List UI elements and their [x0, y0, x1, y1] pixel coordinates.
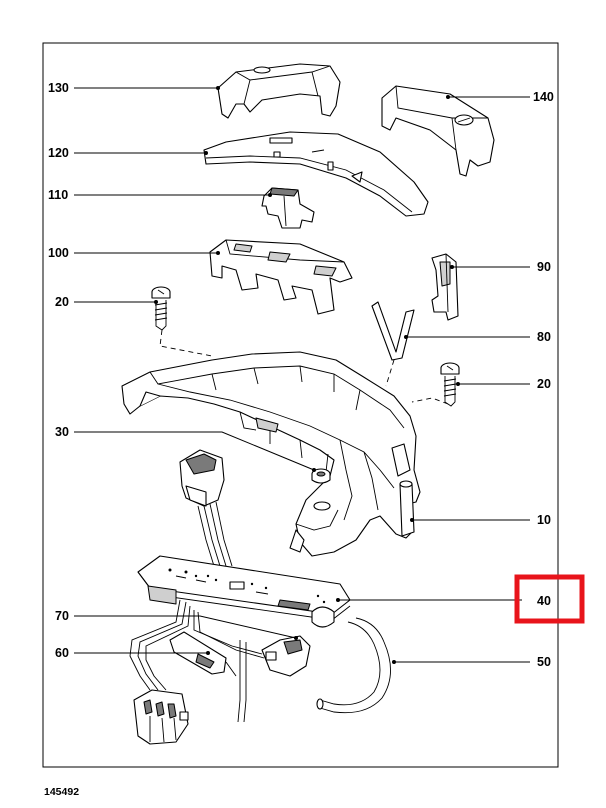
part-130-top-cap	[217, 63, 341, 119]
callout-20-left: 20	[55, 295, 69, 309]
callout-90: 90	[537, 260, 551, 274]
assembly-line-screw-left	[159, 329, 213, 357]
callout-140: 140	[533, 90, 554, 104]
part-30-bushing	[311, 468, 331, 484]
part-70-sensor	[169, 631, 237, 677]
wire-harness-upper	[179, 449, 233, 567]
document-number: 145492	[44, 786, 79, 798]
callout-80: 80	[537, 330, 551, 344]
part-90-slider	[431, 253, 459, 321]
callout-100: 100	[48, 246, 69, 260]
part-20-screw-left	[151, 286, 171, 331]
callout-130: 130	[48, 81, 69, 95]
callout-70: 70	[55, 609, 69, 623]
part-40-circuit-board	[137, 555, 351, 628]
part-80-spring	[371, 301, 415, 361]
callout-110: 110	[48, 188, 68, 202]
part-10-main-housing	[121, 351, 421, 557]
callout-60: 60	[55, 646, 69, 660]
callout-20-right: 20	[537, 377, 551, 391]
part-110-clip	[261, 187, 315, 229]
assembly-line-screw-right	[411, 397, 449, 405]
part-120-top-panel	[203, 131, 429, 217]
callout-leaders	[74, 86, 530, 664]
part-100-button-carrier	[209, 239, 353, 315]
assembly-line-spring	[385, 359, 395, 387]
wire-harness-lower	[129, 599, 265, 745]
callout-40-highlight-box	[514, 574, 585, 624]
part-20-screw-right	[440, 362, 460, 407]
part-60-switch-connector	[261, 635, 311, 677]
callout-10: 10	[537, 513, 551, 527]
callout-50: 50	[537, 655, 551, 669]
callout-120: 120	[48, 146, 69, 160]
callout-40: 40	[537, 594, 551, 608]
part-140-side-cap	[381, 85, 495, 177]
drawing-frame	[42, 42, 559, 768]
part-50-hose	[316, 617, 391, 714]
callout-30: 30	[55, 425, 69, 439]
